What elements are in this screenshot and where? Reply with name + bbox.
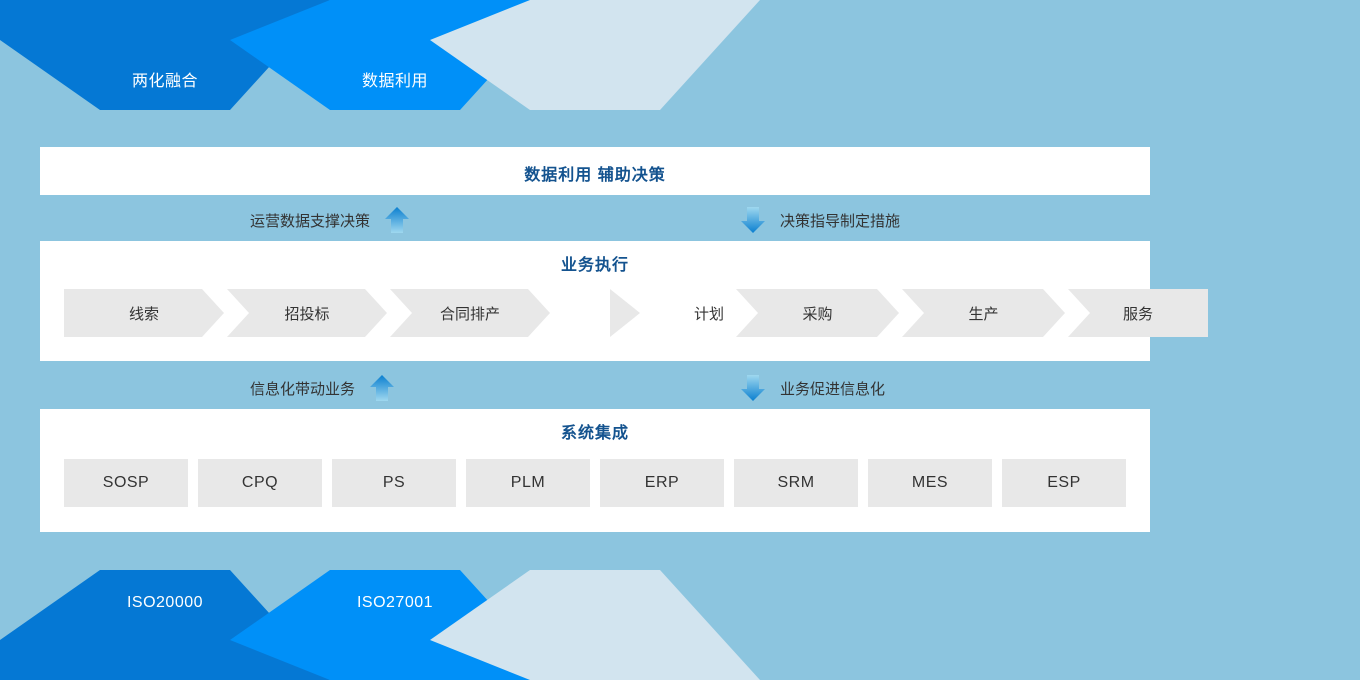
bottom-banner-label-2: ISO27001 xyxy=(356,594,434,611)
connector-row-1-right-label: 决策指导制定措施 xyxy=(780,212,901,230)
business-execution-panel: 业务执行 线索 招投标 合同排产 计划 采购 生产 服务 xyxy=(40,241,1208,361)
bottom-banner-label-1: ISO20000 xyxy=(126,594,204,611)
process-step-xiansuo[interactable]: 线索 xyxy=(64,289,224,337)
connector-row-2-right: 业务促进信息化 xyxy=(740,373,885,403)
bottom-banner: ISO20000 ISO27001 xyxy=(0,570,1360,680)
connector-row-1: 运营数据支撑决策 xyxy=(40,197,1150,243)
process-step-shengchan[interactable]: 生产 xyxy=(902,289,1065,337)
process-step-label: 服务 xyxy=(1122,305,1153,323)
connector-row-2: 信息化带动业务 xyxy=(40,365,1150,411)
system-box[interactable]: PLM xyxy=(466,459,590,507)
connector-row-1-left-label: 运营数据支撑决策 xyxy=(250,212,371,230)
process-step-caigou[interactable]: 采购 xyxy=(736,289,899,337)
process-step-label: 线索 xyxy=(128,305,159,323)
system-box[interactable]: CPQ xyxy=(198,459,322,507)
process-step-zhaotoubiao[interactable]: 招投标 xyxy=(227,289,387,337)
decision-panel: 数据利用 辅助决策 xyxy=(40,147,1150,195)
system-box[interactable]: MES xyxy=(868,459,992,507)
connector-row-1-right: 决策指导制定措施 xyxy=(740,205,900,235)
process-step-label: 生产 xyxy=(968,305,999,323)
connector-row-2-left-label: 信息化带动业务 xyxy=(250,380,356,398)
process-step-label: 合同排产 xyxy=(439,305,500,323)
process-divider-notch xyxy=(610,289,640,337)
system-integration-title: 系统集成 xyxy=(560,425,629,442)
connector-row-2-right-label: 业务促进信息化 xyxy=(780,380,886,398)
process-step-label: 计划 xyxy=(693,305,724,323)
system-box[interactable]: ERP xyxy=(600,459,724,507)
connector-row-2-left: 信息化带动业务 xyxy=(250,373,395,403)
system-box[interactable]: SRM xyxy=(734,459,858,507)
top-banner-label-2: 数据利用 xyxy=(361,73,428,90)
arrow-up-icon xyxy=(384,205,410,235)
system-box[interactable]: ESP xyxy=(1002,459,1126,507)
system-box[interactable]: PS xyxy=(332,459,456,507)
top-banner-label-1: 两化融合 xyxy=(131,73,198,90)
decision-panel-title: 数据利用 辅助决策 xyxy=(524,167,666,184)
process-step-label: 采购 xyxy=(802,305,833,323)
top-banner: 两化融合 数据利用 xyxy=(0,0,1360,110)
process-step-fuwu[interactable]: 服务 xyxy=(1068,289,1208,337)
arrow-down-icon xyxy=(740,373,766,403)
arrow-up-icon xyxy=(369,373,395,403)
arrow-down-icon xyxy=(740,205,766,235)
process-step-hetongpaichan[interactable]: 合同排产 xyxy=(390,289,550,337)
system-box[interactable]: SOSP xyxy=(64,459,188,507)
connector-row-1-left: 运营数据支撑决策 xyxy=(250,205,410,235)
business-process-strip: 线索 招投标 合同排产 计划 采购 生产 服务 xyxy=(64,289,1208,337)
process-step-label: 招投标 xyxy=(284,305,330,323)
business-execution-title: 业务执行 xyxy=(560,257,629,274)
